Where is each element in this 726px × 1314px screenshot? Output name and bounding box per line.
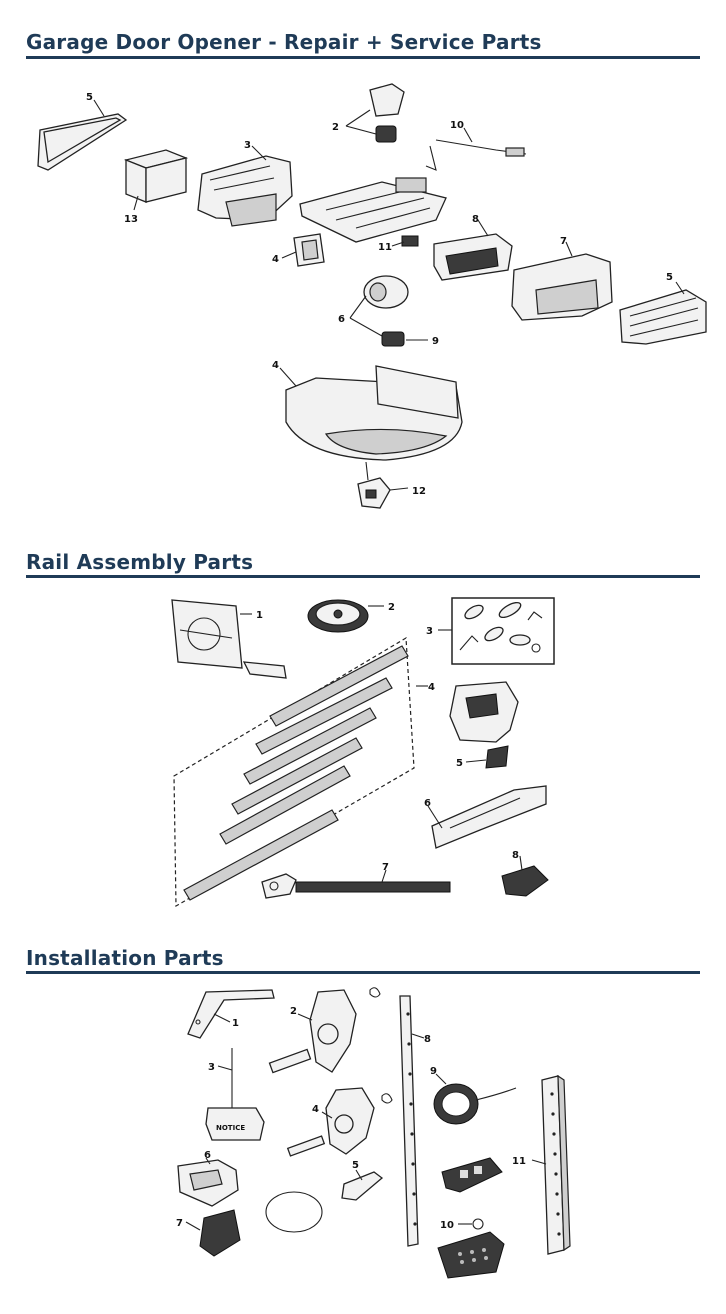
- installation-exploded-diagram: 1 2 NOTICE 3 4 5 6 7: [176, 987, 571, 1279]
- callout-label: 11: [512, 1156, 526, 1167]
- callout-label: 7: [176, 1218, 183, 1229]
- callout-label: 10: [450, 120, 464, 131]
- callout-label: 2: [332, 122, 339, 133]
- callout-label: 2: [290, 1006, 297, 1017]
- part-angle-iron: [541, 1074, 571, 1255]
- callout-label: 6: [338, 314, 345, 325]
- callout-label: 1: [232, 1018, 239, 1029]
- callout-label: 10: [440, 1220, 454, 1231]
- part-strap: [399, 995, 419, 1247]
- part-wire-harness: [425, 139, 527, 171]
- callout-label: 9: [430, 1066, 437, 1077]
- part-end-panel-right: [511, 253, 613, 321]
- part-door-arm: [187, 989, 275, 1039]
- callout-label: 7: [560, 236, 567, 247]
- part-motor: [363, 275, 409, 347]
- section-divider: [26, 56, 700, 59]
- callout-label: 11: [378, 242, 392, 253]
- callout-label: 6: [424, 798, 431, 809]
- callout-label: 5: [456, 758, 463, 769]
- callout-label: 6: [204, 1150, 211, 1161]
- opener-exploded-diagram: 5 13 3 2 10 11 4: [37, 83, 707, 509]
- callout-label: 4: [272, 254, 279, 265]
- part-bracket-2: [286, 1087, 393, 1157]
- callout-label: 5: [666, 272, 673, 283]
- section-title-repair-service-parts: Garage Door Opener - Repair + Service Pa…: [26, 30, 542, 54]
- part-header-bracket: [171, 599, 287, 679]
- callout-label: 8: [424, 1034, 431, 1045]
- callout-label: 1: [256, 610, 263, 621]
- part-belt: [261, 873, 451, 899]
- callout-label: 4: [312, 1104, 319, 1115]
- section-title-installation-parts: Installation Parts: [26, 946, 224, 970]
- part-lens-left: [37, 113, 128, 171]
- part-box: [123, 149, 189, 203]
- callout-label: 3: [426, 626, 433, 637]
- part-logic-board: [433, 233, 513, 281]
- callout-label: 8: [512, 850, 519, 861]
- part-lens-right: [619, 289, 707, 345]
- callout-label: 13: [124, 214, 138, 225]
- callout-label: 4: [272, 360, 279, 371]
- part-rail-sections: [183, 645, 409, 901]
- part-cover: [285, 365, 463, 461]
- callout-label: 4: [428, 682, 435, 693]
- part-clip: [341, 1171, 384, 1201]
- part-coupler: [501, 865, 549, 897]
- part-wire-spool: [433, 1083, 517, 1125]
- part-keypad: [437, 1231, 505, 1279]
- part-pulley: [307, 599, 369, 633]
- part-trolley-bar: [431, 785, 547, 849]
- part-safety-sensor: [199, 1191, 323, 1257]
- callout-label: 5: [86, 92, 93, 103]
- callout-label: 8: [472, 214, 479, 225]
- callout-label: 2: [388, 602, 395, 613]
- part-emergency-release: NOTICE: [205, 1048, 265, 1141]
- part-capacitor: [293, 233, 325, 267]
- part-door-bracket: [268, 987, 381, 1074]
- section-title-rail-assembly-parts: Rail Assembly Parts: [26, 550, 254, 574]
- part-trolley: [449, 681, 519, 769]
- part-hardware: [459, 601, 543, 653]
- rail-exploded-diagram: 1 2 3 4 5 6: [171, 597, 555, 908]
- part-chassis: [299, 177, 447, 243]
- callout-label: 3: [244, 140, 251, 151]
- callout-label: 12: [412, 486, 426, 497]
- callout-label: 7: [382, 862, 389, 873]
- section-divider: [26, 575, 700, 578]
- callout-label: 5: [352, 1160, 359, 1171]
- part-end-panel: [197, 155, 293, 227]
- part-switch: [401, 235, 419, 247]
- callout-label: 9: [432, 336, 439, 347]
- callout-label: 3: [208, 1062, 215, 1073]
- part-sensor-bracket: [177, 1159, 239, 1207]
- part-gear-bracket: [369, 83, 405, 143]
- part-light-socket: [357, 477, 391, 509]
- notice-label-text: NOTICE: [216, 1124, 245, 1132]
- section-divider: [26, 971, 700, 974]
- part-remote: [441, 1157, 503, 1193]
